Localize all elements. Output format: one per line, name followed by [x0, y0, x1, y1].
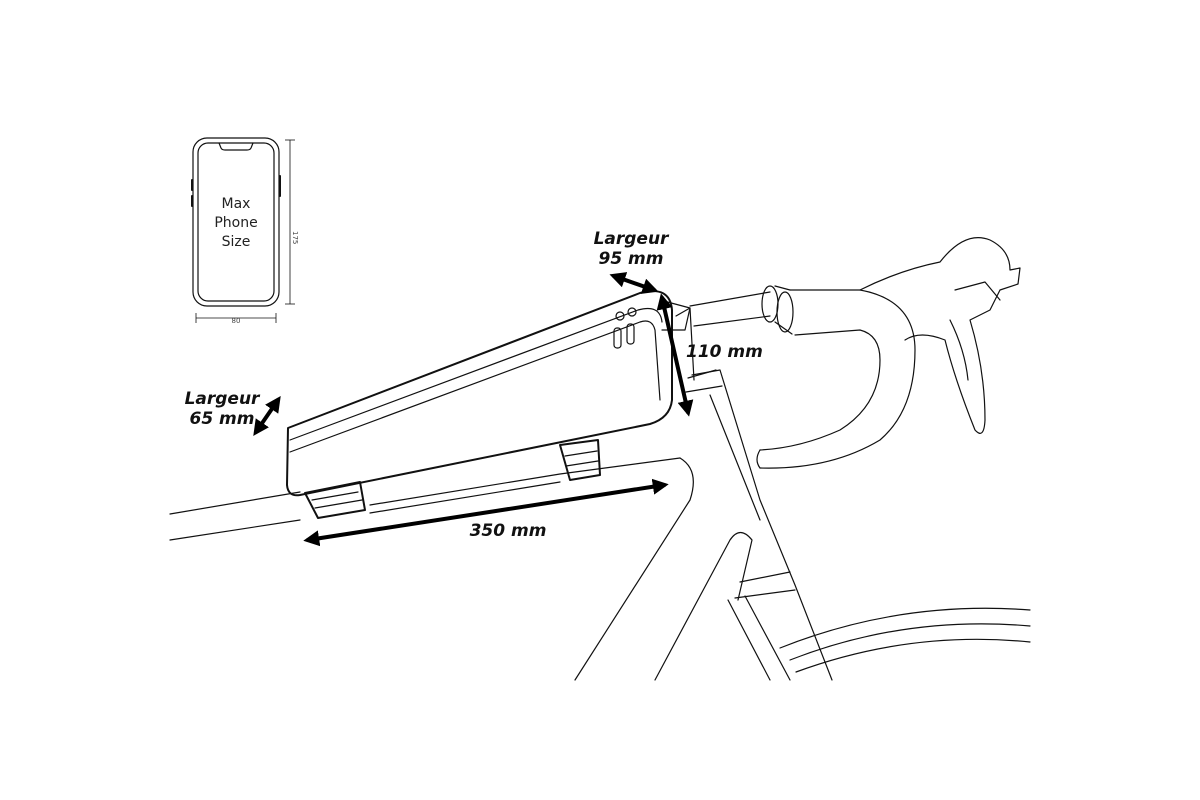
length-label: 350 mm — [470, 521, 547, 541]
zipper-pull — [613, 327, 622, 349]
width-front-label-line-1: Largeur — [594, 229, 670, 249]
stem — [689, 291, 771, 307]
bag-strap-front — [559, 439, 601, 481]
top-tube-upper — [169, 491, 301, 515]
phone-text-line-2: Phone — [214, 215, 257, 231]
fork — [727, 599, 771, 681]
phone-height-label: 175 — [291, 231, 299, 244]
top-tube-bag — [286, 290, 691, 519]
width-rear-label-line-1: Largeur — [185, 389, 261, 409]
brake-lever — [859, 237, 1021, 434]
phone-width-label: 80 — [232, 317, 241, 325]
phone-text-line-3: Size — [222, 234, 251, 250]
phone-notch — [218, 142, 254, 151]
dimension-arrows — [253, 272, 694, 547]
length-350-arrow — [303, 478, 669, 547]
bag-body — [286, 290, 673, 497]
phone-illustration: 175 80 Max Phone Size — [191, 137, 299, 325]
width-95-arrow — [609, 272, 659, 294]
width-front-label-line-2: 95 mm — [598, 249, 663, 269]
head-tube — [691, 369, 833, 681]
height-label: 110 mm — [686, 342, 763, 362]
front-wheel — [779, 607, 1031, 649]
handlebar — [759, 289, 916, 469]
width-65-arrow — [253, 396, 281, 436]
height-110-arrow — [656, 293, 694, 417]
width-rear-label-line-2: 65 mm — [189, 409, 254, 429]
bag-zipper-line — [289, 307, 663, 441]
phone-text-line-1: Max — [222, 196, 251, 212]
down-tube — [574, 457, 694, 681]
